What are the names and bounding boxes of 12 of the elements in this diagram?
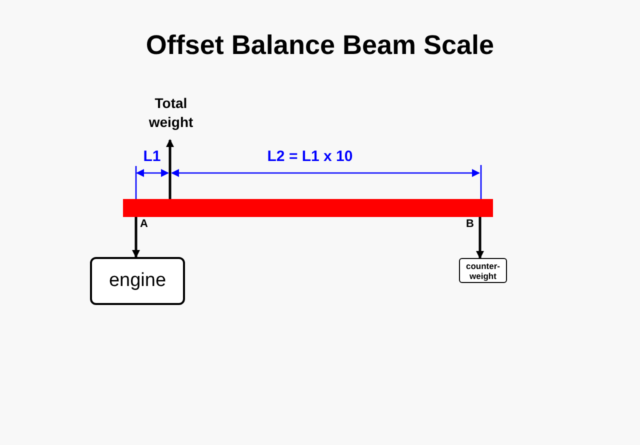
force-arrow xyxy=(132,217,140,258)
dimension-label: L2 = L1 x 10 xyxy=(266,148,354,165)
dimension-label: L1 xyxy=(142,148,162,165)
counterweight-box: counter-weight xyxy=(459,258,507,283)
force-arrow xyxy=(166,139,174,199)
point-label: A xyxy=(140,218,149,230)
engine-box: engine xyxy=(90,257,185,305)
point-label: B xyxy=(466,218,475,230)
beam-bar xyxy=(123,199,493,217)
force-arrow xyxy=(476,217,484,259)
force-label: Total weight xyxy=(140,94,202,134)
diagram-title: Offset Balance Beam Scale xyxy=(144,30,496,61)
